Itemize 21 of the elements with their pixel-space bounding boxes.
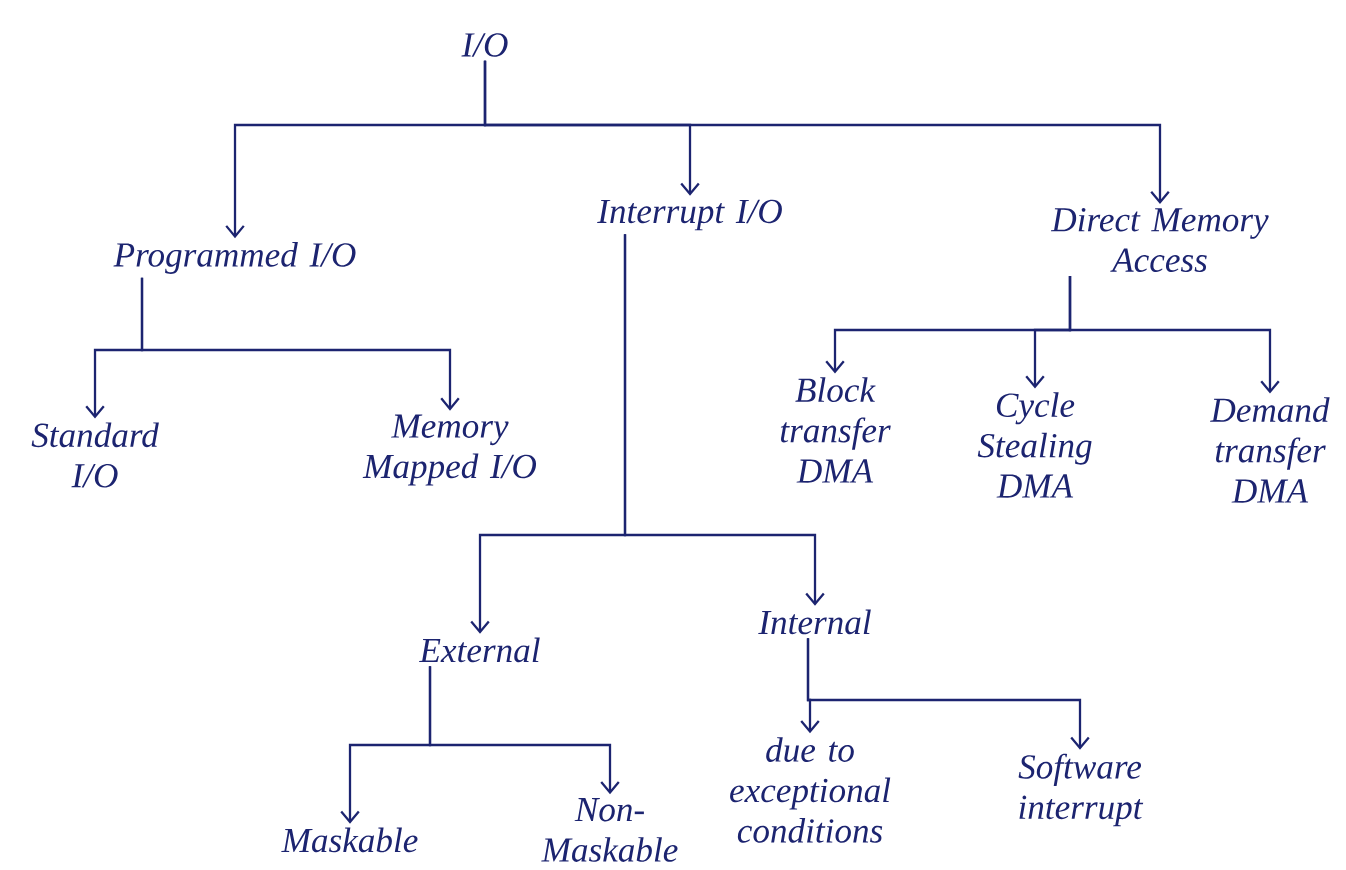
node-label: due to exceptional conditions — [730, 737, 891, 843]
tree-arrow — [140, 277, 460, 411]
node-label: Demand transfer DMA — [1210, 397, 1330, 503]
node-label: Non-Maskable — [541, 798, 678, 862]
node-label: I/O — [461, 33, 508, 57]
node-label: Direct Memory Access — [1050, 208, 1269, 272]
node-label: Maskable — [281, 827, 418, 853]
node-label: Interrupt I/O — [597, 199, 782, 231]
node-label: Cycle Stealing DMA — [977, 392, 1092, 498]
node-label: Internal — [758, 609, 871, 635]
tree-arrow — [623, 234, 825, 606]
tree-arrow — [483, 60, 1170, 205]
tree-arrow — [1068, 275, 1280, 394]
node-label: Block transfer DMA — [780, 377, 891, 483]
node-label: External — [419, 637, 540, 663]
node-label: Programmed I/O — [113, 242, 356, 274]
node-label: Standard I/O — [31, 422, 159, 488]
tree-arrow — [806, 638, 1090, 750]
node-label: Memory Mapped I/O — [362, 414, 537, 486]
node-label: Software interrupt — [1018, 753, 1144, 827]
tree-arrow — [428, 666, 620, 795]
